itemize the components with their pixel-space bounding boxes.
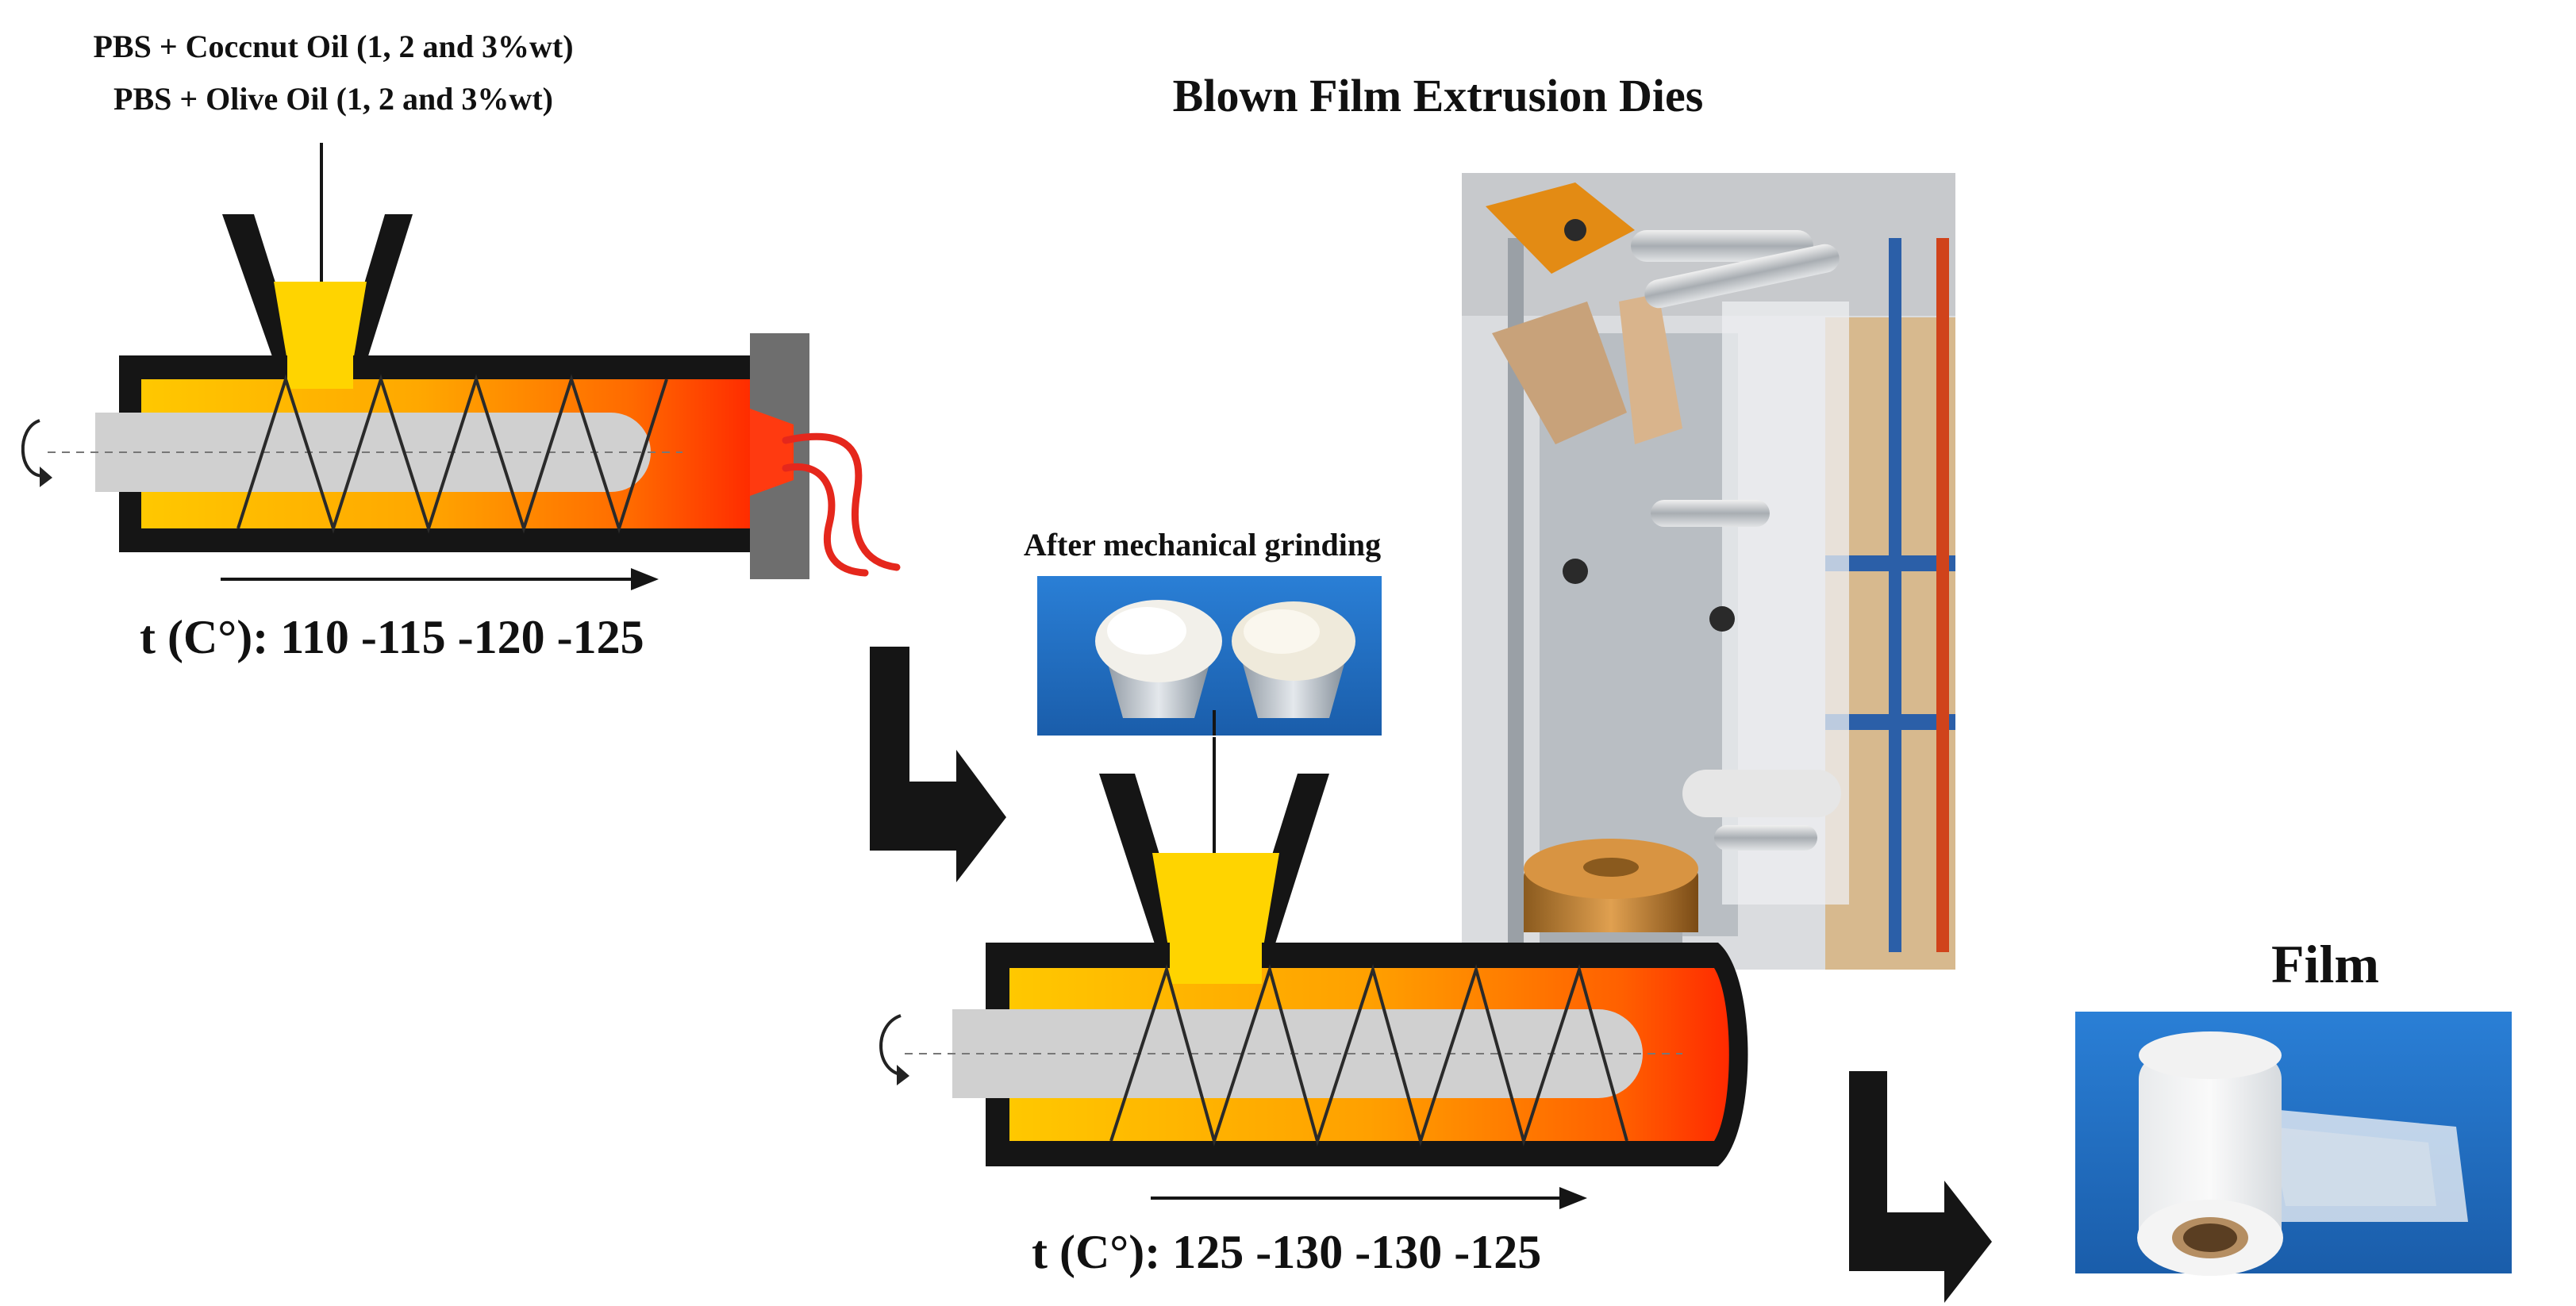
hopper-1-material bbox=[274, 282, 367, 361]
hopper-2-throat bbox=[1170, 936, 1262, 984]
l-shaped-arrow-icon bbox=[870, 647, 1006, 882]
extruder-1 bbox=[21, 214, 901, 590]
grinding-label: After mechanical grinding bbox=[1024, 527, 1381, 563]
ground-pellets-photo bbox=[1036, 575, 1382, 736]
extruder-2 bbox=[879, 774, 1748, 1209]
extrudate-strand-1 bbox=[782, 432, 901, 571]
flow-arrow-2-head bbox=[1559, 1187, 1587, 1209]
screw-2-flights bbox=[1109, 964, 1628, 1147]
photo-frame-grinding bbox=[1036, 574, 1383, 737]
film-label: Film bbox=[2271, 934, 2379, 994]
blown-film-machine-photo bbox=[1462, 173, 1955, 970]
die-1-outlet bbox=[750, 409, 794, 496]
temperature-profile-2: t (C°): 125 -130 -130 -125 bbox=[1032, 1226, 1541, 1278]
hopper-1-throat bbox=[287, 349, 353, 389]
process-arrow-1 bbox=[870, 647, 1006, 882]
feed-material-line-1: PBS + Coccnut Oil (1, 2 and 3%wt) bbox=[93, 29, 573, 64]
hopper-2-material bbox=[1152, 853, 1279, 956]
feed-material-line-2: PBS + Olive Oil (1, 2 and 3%wt) bbox=[113, 81, 553, 117]
blown-film-title: Blown Film Extrusion Dies bbox=[1173, 70, 1704, 121]
temperature-profile-1: t (C°): 110 -115 -120 -125 bbox=[140, 611, 644, 663]
extrudate-strand-2 bbox=[782, 463, 869, 577]
screw-1-shaft bbox=[95, 413, 651, 492]
flow-arrow-1-head bbox=[631, 568, 659, 590]
film-roll-photo bbox=[2075, 1012, 2512, 1276]
rotation-arrow-head-2 bbox=[897, 1065, 909, 1085]
rotation-arrow-icon-2 bbox=[879, 1014, 905, 1077]
rotation-arrow-icon bbox=[21, 419, 44, 478]
screw-1-flights bbox=[236, 374, 668, 534]
l-shaped-arrow-icon-2 bbox=[1849, 1071, 1992, 1303]
process-arrow-2 bbox=[1849, 1071, 1992, 1303]
rotation-arrow-head bbox=[40, 467, 52, 487]
hopper-1-left-wall bbox=[222, 214, 300, 361]
